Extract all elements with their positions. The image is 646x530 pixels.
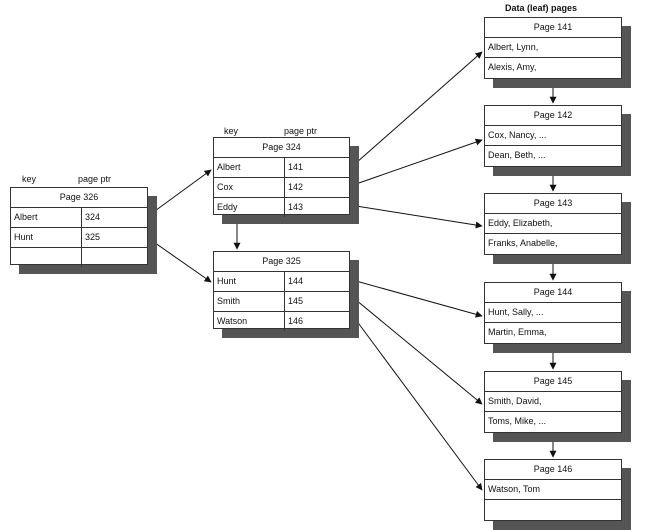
node-title: Page 146 (485, 460, 621, 480)
row-key: Smith (214, 292, 285, 311)
leaf-row: Smith, David, (485, 392, 621, 412)
row-key: Albert (214, 158, 285, 177)
row-key: Hunt (214, 272, 285, 291)
leaf-record: Cox, Nancy, ... (488, 130, 547, 140)
leaf-row: Dean, Beth, ... (485, 146, 621, 165)
row-key: Watson (214, 312, 285, 331)
leaf-record: Toms, Mike, ... (488, 416, 547, 426)
leaf-page-145: Page 145 Smith, David, Toms, Mike, ... (484, 371, 622, 433)
leaf-record: Franks, Anabelle, (488, 238, 558, 248)
row-ptr: 142 (288, 182, 304, 192)
row-key: Albert (11, 208, 82, 227)
leaf-page-146: Page 146 Watson, Tom (484, 459, 622, 521)
node-title: Page 325 (214, 252, 349, 272)
arrow-page-324-to-142 (355, 138, 483, 185)
leaf-record: Eddy, Elizabeth, (488, 218, 553, 228)
node-title: Page 145 (485, 372, 621, 392)
leaf-row: Cox, Nancy, ... (485, 126, 621, 146)
leaf-row: Martin, Emma, (485, 323, 621, 342)
leaf-record (485, 500, 488, 519)
node-row: Albert 141 (214, 158, 349, 178)
row-ptr: 146 (288, 316, 304, 326)
row-key: Cox (214, 178, 285, 197)
leaf-row (485, 500, 621, 519)
page-324-ptr-header: page ptr (284, 126, 318, 136)
leaf-record: Watson, Tom (488, 484, 541, 494)
root-key-header: key (22, 174, 37, 184)
root-page-node: Page 326 Albert 324 Hunt 325 (10, 187, 148, 267)
arrow-page-325-to-145 (355, 299, 483, 405)
leaf-record: Smith, David, (488, 396, 542, 406)
node-title: Page 326 (11, 188, 147, 208)
node-row: Albert 324 (11, 208, 147, 228)
node-title: Page 144 (485, 283, 621, 303)
node-row: Hunt 325 (11, 228, 147, 248)
arrow-root-to-page-324 (147, 169, 212, 217)
page-324-key-header: key (224, 126, 239, 136)
leaf-page-143: Page 143 Eddy, Elizabeth, Franks, Anabel… (484, 193, 622, 255)
node-row: Watson 146 (214, 312, 349, 331)
page-324-node: Page 324 Albert 141 Cox 142 Eddy 143 (213, 137, 350, 217)
row-ptr: 143 (288, 202, 304, 212)
node-row: Cox 142 (214, 178, 349, 198)
node-title: Page 142 (485, 106, 621, 126)
leaf-row: Albert, Lynn, (485, 38, 621, 58)
leaf-row: Eddy, Elizabeth, (485, 214, 621, 234)
leaf-page-144: Page 144 Hunt, Sally, ... Martin, Emma, (484, 282, 622, 344)
node-title: Page 143 (485, 194, 621, 214)
leaf-pages-header: Data (leaf) pages (505, 3, 578, 13)
page-325-node: Page 325 Hunt 144 Smith 145 Watson 146 (213, 251, 350, 331)
leaf-row: Toms, Mike, ... (485, 412, 621, 431)
arrow-page-324-to-143 (355, 205, 483, 229)
row-key (11, 248, 82, 267)
leaf-record: Albert, Lynn, (488, 42, 539, 52)
node-title: Page 141 (485, 18, 621, 38)
row-ptr: 324 (85, 212, 101, 222)
row-key: Hunt (11, 228, 82, 247)
root-ptr-header: page ptr (78, 174, 112, 184)
leaf-row: Watson, Tom (485, 480, 621, 500)
leaf-row: Hunt, Sally, ... (485, 303, 621, 323)
row-ptr: 141 (288, 162, 304, 172)
leaf-page-141: Page 141 Albert, Lynn, Alexis, Amy, (484, 17, 622, 79)
node-title: Page 324 (214, 138, 349, 158)
leaf-record: Alexis, Amy, (488, 62, 537, 72)
arrow-page-324-to-141 (355, 51, 483, 164)
row-key: Eddy (214, 198, 285, 217)
arrow-page-325-to-144 (355, 280, 483, 318)
row-ptr: 145 (288, 296, 304, 306)
leaf-row: Alexis, Amy, (485, 58, 621, 77)
row-ptr: 144 (288, 276, 304, 286)
arrow-page-325-to-146 (355, 319, 483, 491)
node-row: Hunt 144 (214, 272, 349, 292)
leaf-row: Franks, Anabelle, (485, 234, 621, 253)
leaf-record: Martin, Emma, (488, 327, 547, 337)
leaf-page-142: Page 142 Cox, Nancy, ... Dean, Beth, ... (484, 105, 622, 167)
node-row (11, 248, 147, 267)
node-row: Smith 145 (214, 292, 349, 312)
leaf-record: Hunt, Sally, ... (488, 307, 544, 317)
node-row: Eddy 143 (214, 198, 349, 217)
arrow-root-to-page-325 (147, 237, 212, 283)
leaf-record: Dean, Beth, ... (488, 150, 546, 160)
row-ptr: 325 (85, 232, 101, 242)
row-ptr (82, 248, 85, 267)
